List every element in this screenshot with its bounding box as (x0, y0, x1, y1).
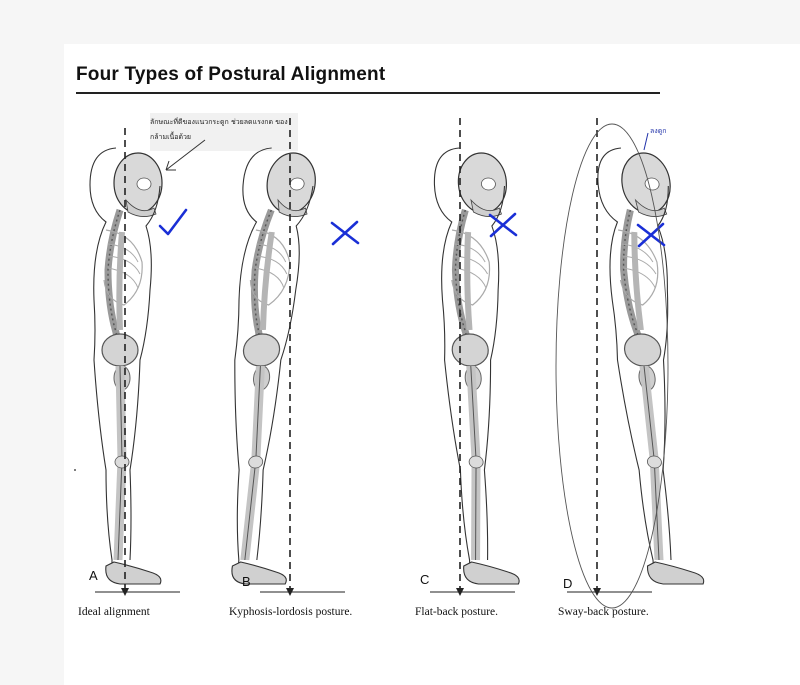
skeleton-figure-b (215, 148, 317, 584)
highlight-ellipse-d (555, 123, 669, 609)
cross-mark-b (330, 220, 360, 246)
figure-letter-d: D (563, 576, 573, 591)
figure-letter-c: C (420, 572, 430, 587)
skeleton-figure-a (90, 148, 162, 584)
figure-letter-a: A (89, 568, 98, 583)
skeleton-figure-d (595, 148, 705, 584)
figure-c (430, 118, 520, 596)
title-rule (76, 92, 660, 94)
annotation-note-right: ลงดูก (650, 127, 667, 135)
figure-a (90, 128, 188, 596)
cross-mark-d (636, 222, 666, 248)
annotation-arrow-top (165, 139, 206, 171)
scan-speck (74, 469, 76, 471)
caption-flat-back: Flat-back posture. (415, 606, 499, 618)
annotation-note-top: ลักษณะที่ดีของแนวกระดูก ช่วยลดแรงกด ของก… (150, 118, 288, 141)
figure-d (567, 118, 705, 596)
caption-ideal-alignment: Ideal alignment (78, 606, 150, 618)
cross-mark-c (488, 212, 518, 238)
page-title: Four Types of Postural Alignment (76, 64, 386, 85)
caption-sway-back: Sway-back posture. (558, 606, 649, 618)
annotation-note-box (150, 113, 298, 151)
figure-b (215, 118, 360, 596)
caption-kyphosis-lordosis: Kyphosis-lordosis posture. (229, 606, 353, 618)
check-mark-a (158, 208, 188, 236)
annotation-arrow-right (643, 132, 649, 151)
skeleton-figure-c (433, 148, 520, 584)
figure-letter-b: B (242, 574, 251, 589)
